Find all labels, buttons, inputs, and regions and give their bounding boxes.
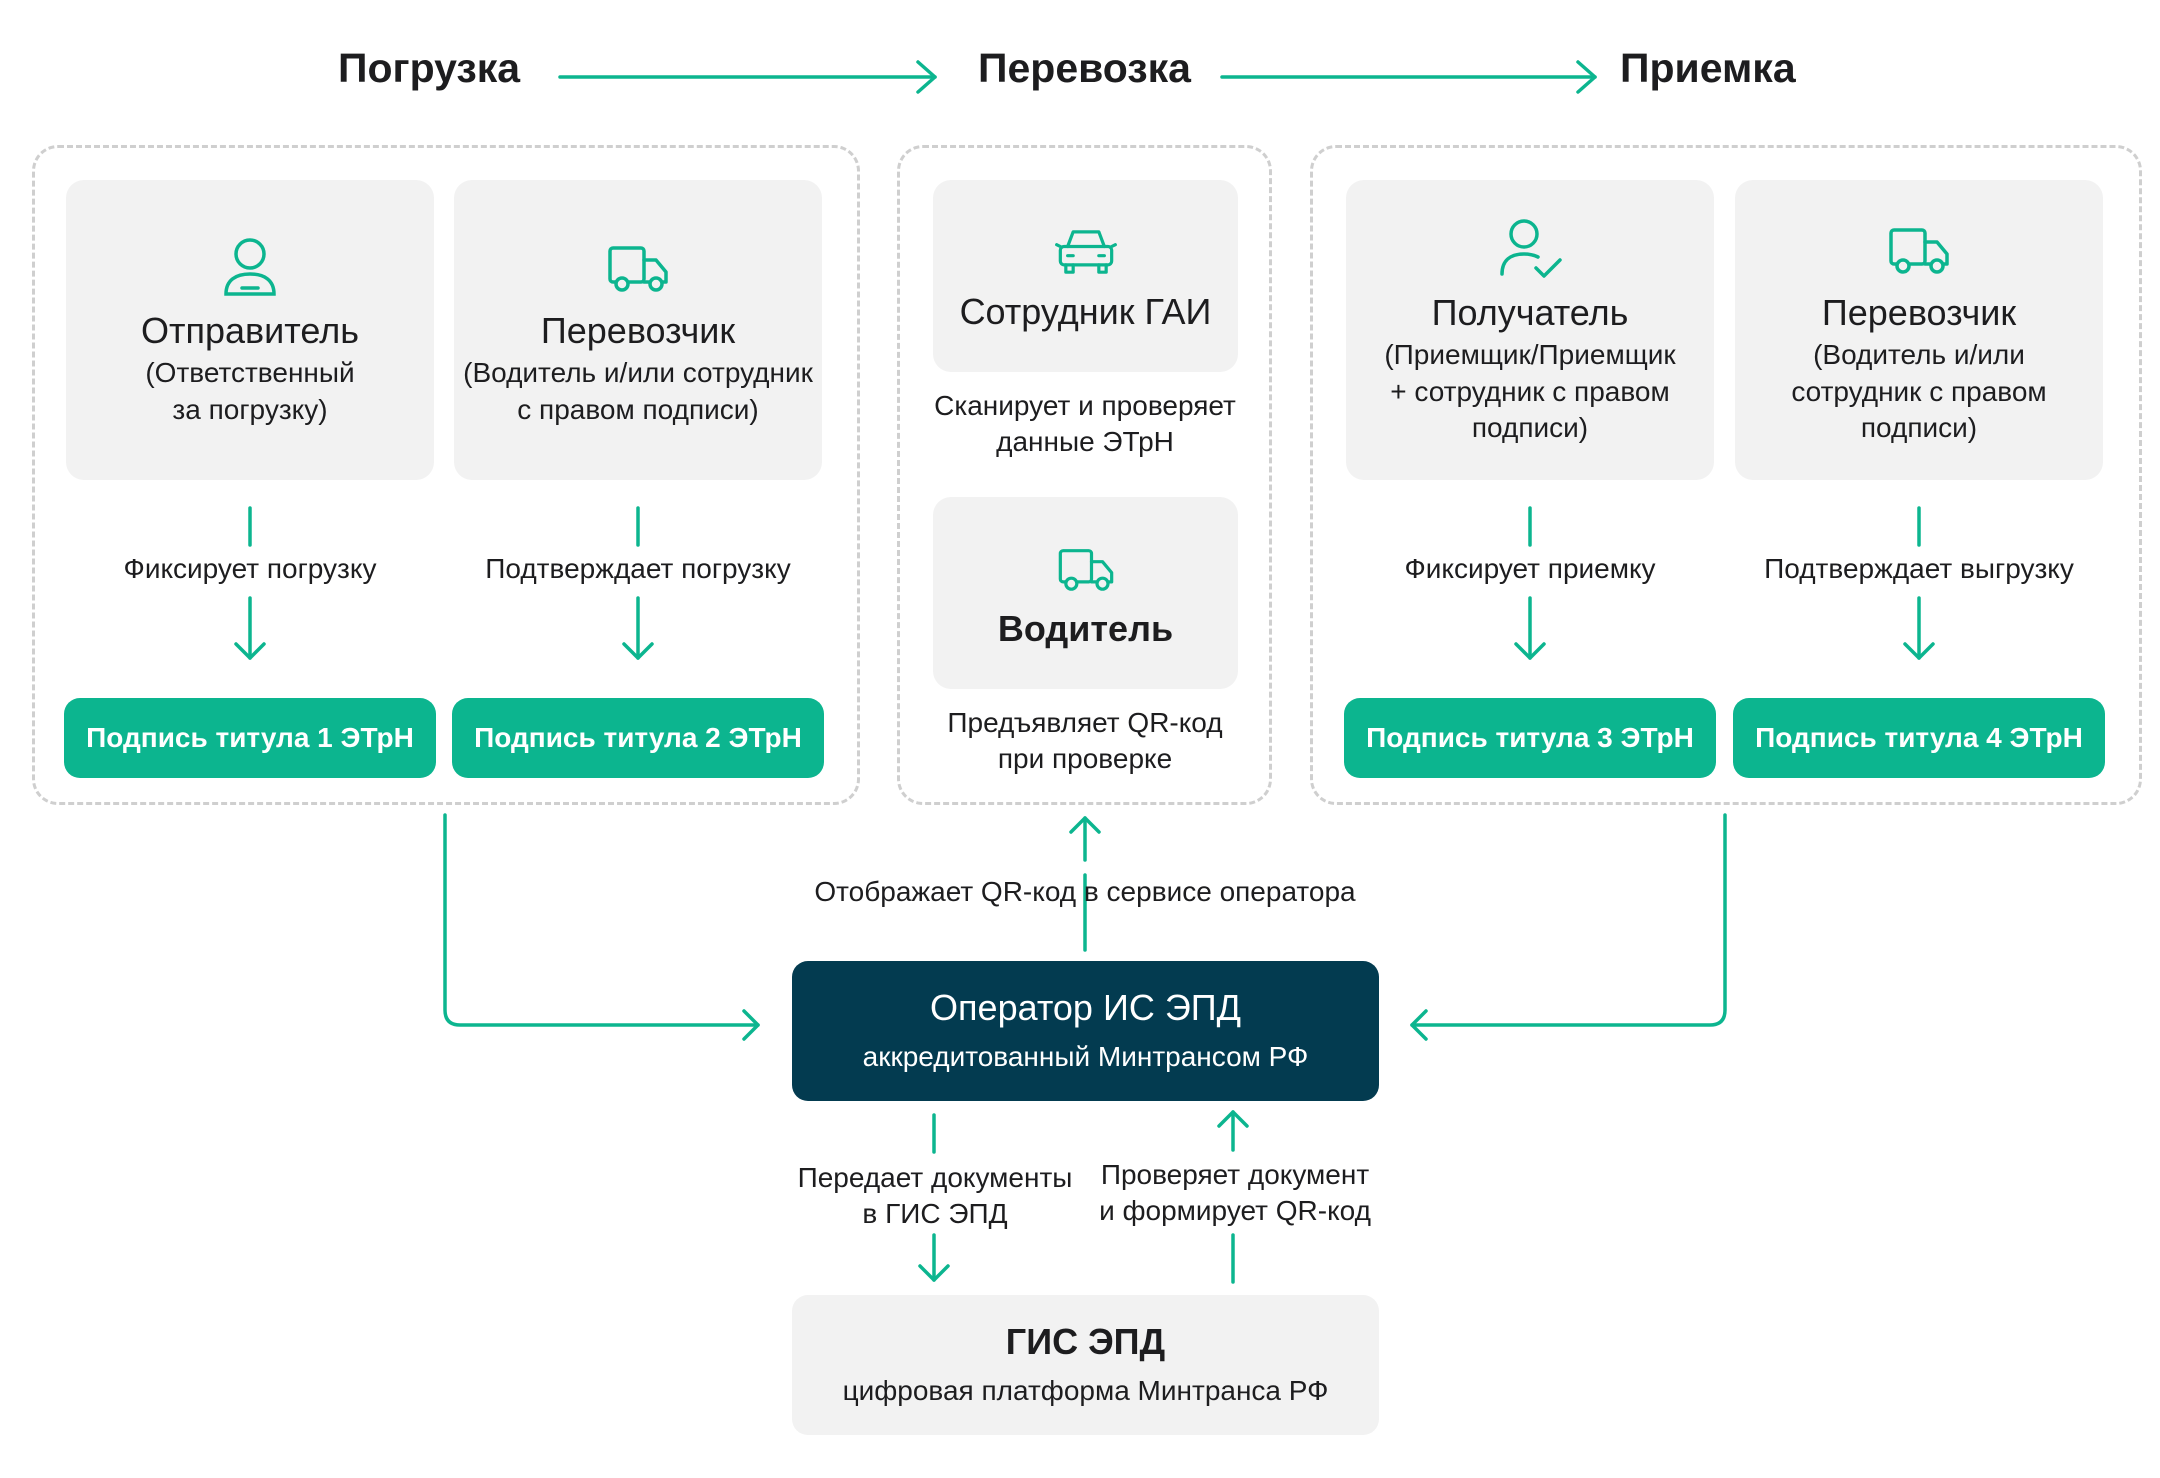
loading-carrier-sub: (Водитель и/или сотрудник с правом подпи… xyxy=(463,357,813,425)
inspector-title: Сотрудник ГАИ xyxy=(959,291,1212,333)
sign-title-3-button[interactable]: Подпись титула 3 ЭТрН xyxy=(1344,698,1716,778)
sign-title-1-button[interactable]: Подпись титула 1 ЭТрН xyxy=(64,698,436,778)
gis-sub: цифровая платформа Минтранса РФ xyxy=(842,1375,1329,1407)
acceptance-group xyxy=(1310,145,2142,805)
driver-card: Водитель xyxy=(933,497,1238,689)
sign-title-2-button[interactable]: Подпись титула 2 ЭТрН xyxy=(452,698,824,778)
truck-icon xyxy=(1058,549,1113,592)
gis-title: ГИС ЭПД xyxy=(1005,1321,1166,1363)
sender-title: Отправитель xyxy=(141,309,359,351)
person-check-icon xyxy=(1500,218,1562,278)
sender-sub: (Ответственный за погрузку) xyxy=(145,357,355,425)
sign-title-4-button[interactable]: Подпись титула 4 ЭТрН xyxy=(1733,698,2105,778)
loading-group xyxy=(32,145,860,805)
operator-box: Оператор ИС ЭПД аккредитованный Минтранс… xyxy=(792,961,1379,1101)
loading-carrier-title: Перевозчик xyxy=(540,309,736,351)
person-icon xyxy=(224,238,276,296)
transport-group xyxy=(897,145,1272,805)
qr-display-action: Отображает QR-код в сервисе оператора xyxy=(814,876,1356,907)
stage-title-loading: Погрузка xyxy=(338,45,521,91)
driver-action: Предъявляет QR-код при проверке xyxy=(947,707,1223,775)
operator-title: Оператор ИС ЭПД xyxy=(930,987,1241,1029)
receiver-title: Получатель xyxy=(1431,291,1629,333)
send-docs-action: Передает документы в ГИС ЭПД xyxy=(797,1162,1073,1230)
receiver-card: Получатель (Приемщик/Приемщик + сотрудни… xyxy=(1346,180,1714,480)
truck-icon xyxy=(1889,227,1949,274)
inspector-card: Сотрудник ГАИ xyxy=(933,180,1238,372)
stage-title-transport: Перевозка xyxy=(978,45,1191,91)
stage-title-acceptance: Приемка xyxy=(1620,45,1796,91)
acceptance-carrier-action: Подтверждает выгрузку xyxy=(1764,553,2074,584)
receiver-sub: (Приемщик/Приемщик + сотрудник с правом … xyxy=(1384,339,1676,443)
gis-box: ГИС ЭПД цифровая платформа Минтранса РФ xyxy=(792,1295,1379,1435)
truck-icon xyxy=(608,246,668,292)
receiver-action: Фиксирует приемку xyxy=(1404,553,1656,584)
check-doc-action: Проверяет документ и формирует QR-код xyxy=(1099,1159,1371,1227)
acceptance-carrier-sub: (Водитель и/или сотрудник с правом подпи… xyxy=(1791,339,2047,443)
acceptance-carrier-card: Перевозчик (Водитель и/или сотрудник с п… xyxy=(1735,180,2103,480)
operator-sub: аккредитованный Минтрансом РФ xyxy=(862,1041,1309,1073)
loading-carrier-action: Подтверждает погрузку xyxy=(485,553,791,584)
acceptance-carrier-title: Перевозчик xyxy=(1821,291,2017,333)
sender-action: Фиксирует погрузку xyxy=(123,553,377,584)
loading-carrier-card: Перевозчик (Водитель и/или сотрудник с п… xyxy=(454,180,822,480)
driver-title: Водитель xyxy=(997,608,1174,650)
sender-card: Отправитель (Ответственный за погрузку) xyxy=(66,180,434,480)
inspector-action: Сканирует и проверяет данные ЭТрН xyxy=(934,390,1236,458)
car-icon xyxy=(1054,230,1117,275)
